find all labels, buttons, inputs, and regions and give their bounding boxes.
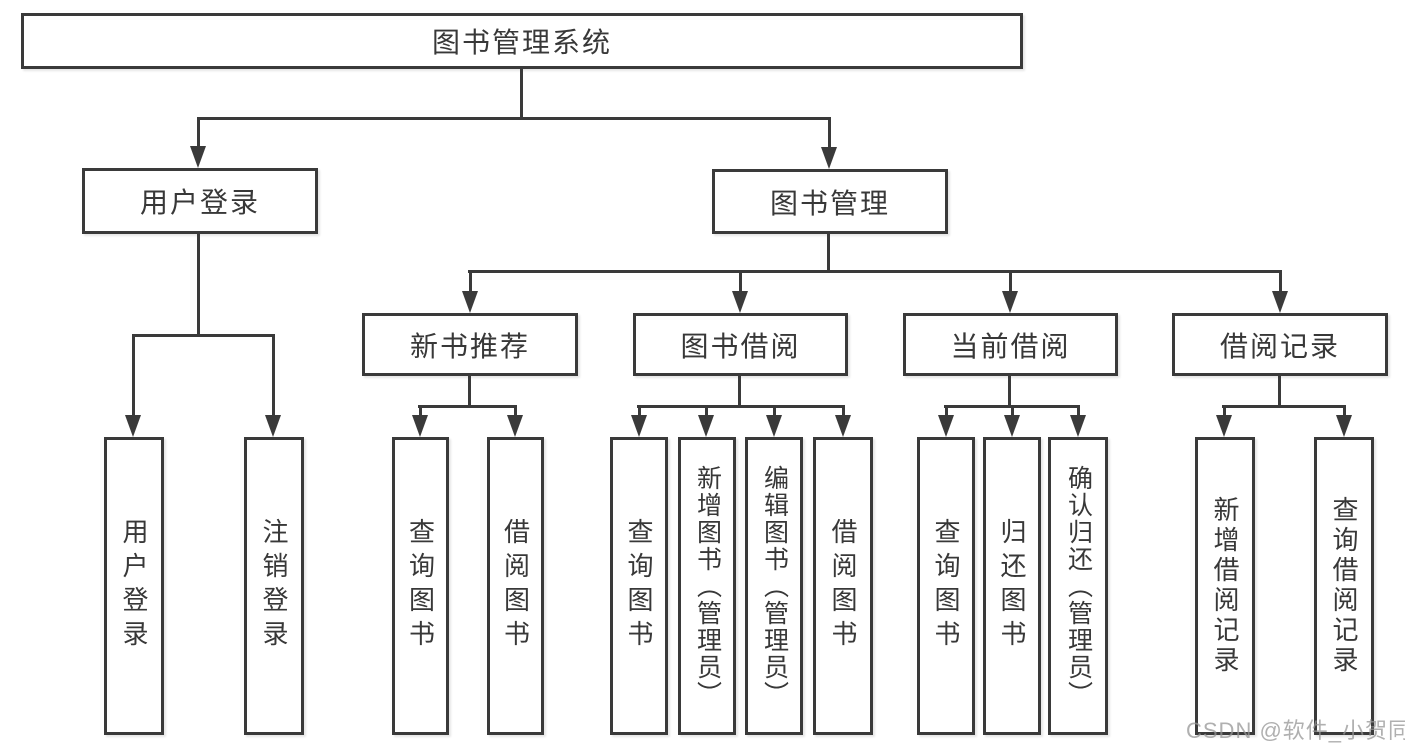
- arrow-to-borrow-records: [1272, 271, 1288, 313]
- connector-book-management-stem: [827, 233, 830, 272]
- arrow-to-query-book-3: [938, 407, 954, 437]
- leaf-label: 借阅图书: [828, 518, 858, 654]
- leaf-query-borrow-record: 查询借阅记录: [1314, 437, 1374, 735]
- connector-current-borrow-stem: [1008, 376, 1011, 408]
- leaf-borrow-book-recommend: 借阅图书: [487, 437, 544, 735]
- connector-root-rail: [197, 117, 831, 120]
- node-book-borrow: 图书借阅: [633, 313, 848, 376]
- arrow-to-borrow-book-2: [835, 407, 851, 437]
- leaf-label: 注销登录: [259, 518, 289, 654]
- node-new-book-recommend: 新书推荐: [362, 313, 578, 376]
- arrow-to-query-book-2: [631, 407, 647, 437]
- node-label: 图书管理系统: [431, 27, 612, 58]
- csdn-watermark: CSDN @软件_小贺同学: [1186, 718, 1405, 743]
- arrow-to-book-borrow: [732, 271, 748, 313]
- node-borrow-records: 借阅记录: [1172, 313, 1388, 376]
- node-label: 用户登录: [139, 187, 260, 218]
- arrow-to-confirm-return: [1070, 407, 1086, 437]
- arrow-to-book-management: [821, 118, 837, 169]
- connector-user-login-stem: [197, 233, 200, 336]
- leaf-label: 新增图书（管理员）: [693, 464, 722, 708]
- leaf-logout: 注销登录: [244, 437, 304, 735]
- connector-book-borrow-rail: [637, 405, 845, 408]
- leaf-label: 新增借阅记录: [1210, 496, 1240, 676]
- leaf-label: 编辑图书（管理员）: [760, 464, 789, 708]
- connector-borrow-records-stem: [1278, 376, 1281, 408]
- connector-book-management-rail: [468, 270, 1282, 273]
- node-label: 图书管理: [769, 187, 890, 219]
- leaf-label: 查询图书: [405, 518, 436, 654]
- arrow-to-new-book-recommend: [462, 271, 478, 313]
- leaf-return-book: 归还图书: [983, 437, 1041, 735]
- arrow-to-logout-leaf: [265, 335, 281, 437]
- leaf-confirm-return-admin: 确认归还（管理员）: [1048, 437, 1108, 735]
- leaf-label: 归还图书: [997, 518, 1027, 654]
- connector-current-borrow-rail: [944, 405, 1080, 408]
- leaf-label: 用户登录: [119, 518, 149, 654]
- leaf-edit-book-admin: 编辑图书（管理员）: [745, 437, 803, 735]
- node-current-borrow: 当前借阅: [903, 313, 1118, 376]
- leaf-label: 查询图书: [931, 518, 961, 654]
- node-label: 当前借阅: [950, 330, 1071, 362]
- connector-book-borrow-stem: [738, 376, 741, 408]
- leaf-label: 查询借阅记录: [1329, 496, 1359, 676]
- connector-borrow-records-rail: [1222, 405, 1346, 408]
- node-label: 借阅记录: [1219, 330, 1340, 362]
- arrow-to-user-login-leaf: [125, 335, 141, 437]
- connector-root-stem: [520, 68, 523, 118]
- connector-new-book-rail: [418, 405, 517, 408]
- node-user-login: 用户登录: [82, 168, 318, 234]
- leaf-query-book-current: 查询图书: [917, 437, 975, 735]
- arrow-to-query-book-1: [412, 407, 428, 437]
- leaf-label: 借阅图书: [500, 518, 531, 654]
- arrow-to-edit-book: [766, 407, 782, 437]
- leaf-label: 查询图书: [624, 518, 654, 654]
- node-label: 新书推荐: [409, 330, 530, 362]
- arrow-to-add-book: [698, 407, 714, 437]
- leaf-add-book-admin: 新增图书（管理员）: [678, 437, 736, 735]
- leaf-label: 确认归还（管理员）: [1064, 464, 1093, 708]
- node-label: 图书借阅: [680, 330, 801, 362]
- arrow-to-borrow-book-1: [507, 407, 523, 437]
- arrow-to-add-borrow-record: [1216, 407, 1232, 437]
- leaf-borrow-book: 借阅图书: [813, 437, 873, 735]
- connector-user-login-rail: [132, 334, 275, 337]
- leaf-query-book-recommend: 查询图书: [392, 437, 449, 735]
- arrow-to-query-borrow-record: [1336, 407, 1352, 437]
- leaf-add-borrow-record: 新增借阅记录: [1195, 437, 1255, 735]
- node-book-management: 图书管理: [712, 169, 948, 234]
- node-library-management-system: 图书管理系统: [21, 13, 1023, 69]
- leaf-user-login: 用户登录: [104, 437, 164, 735]
- connector-new-book-stem: [468, 376, 471, 408]
- arrow-to-current-borrow: [1002, 271, 1018, 313]
- arrow-to-return-book: [1004, 407, 1020, 437]
- leaf-query-book-borrow: 查询图书: [610, 437, 668, 735]
- arrow-to-user-login: [190, 118, 206, 168]
